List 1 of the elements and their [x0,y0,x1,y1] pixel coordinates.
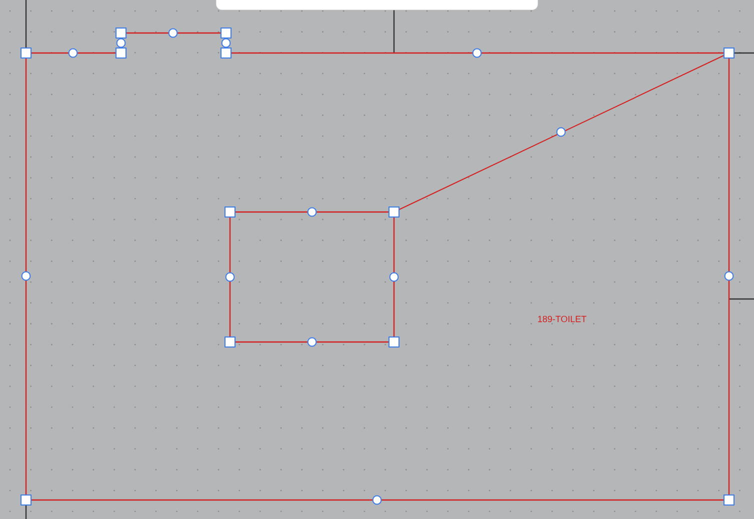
room-label: 189-TOILET [538,316,586,322]
